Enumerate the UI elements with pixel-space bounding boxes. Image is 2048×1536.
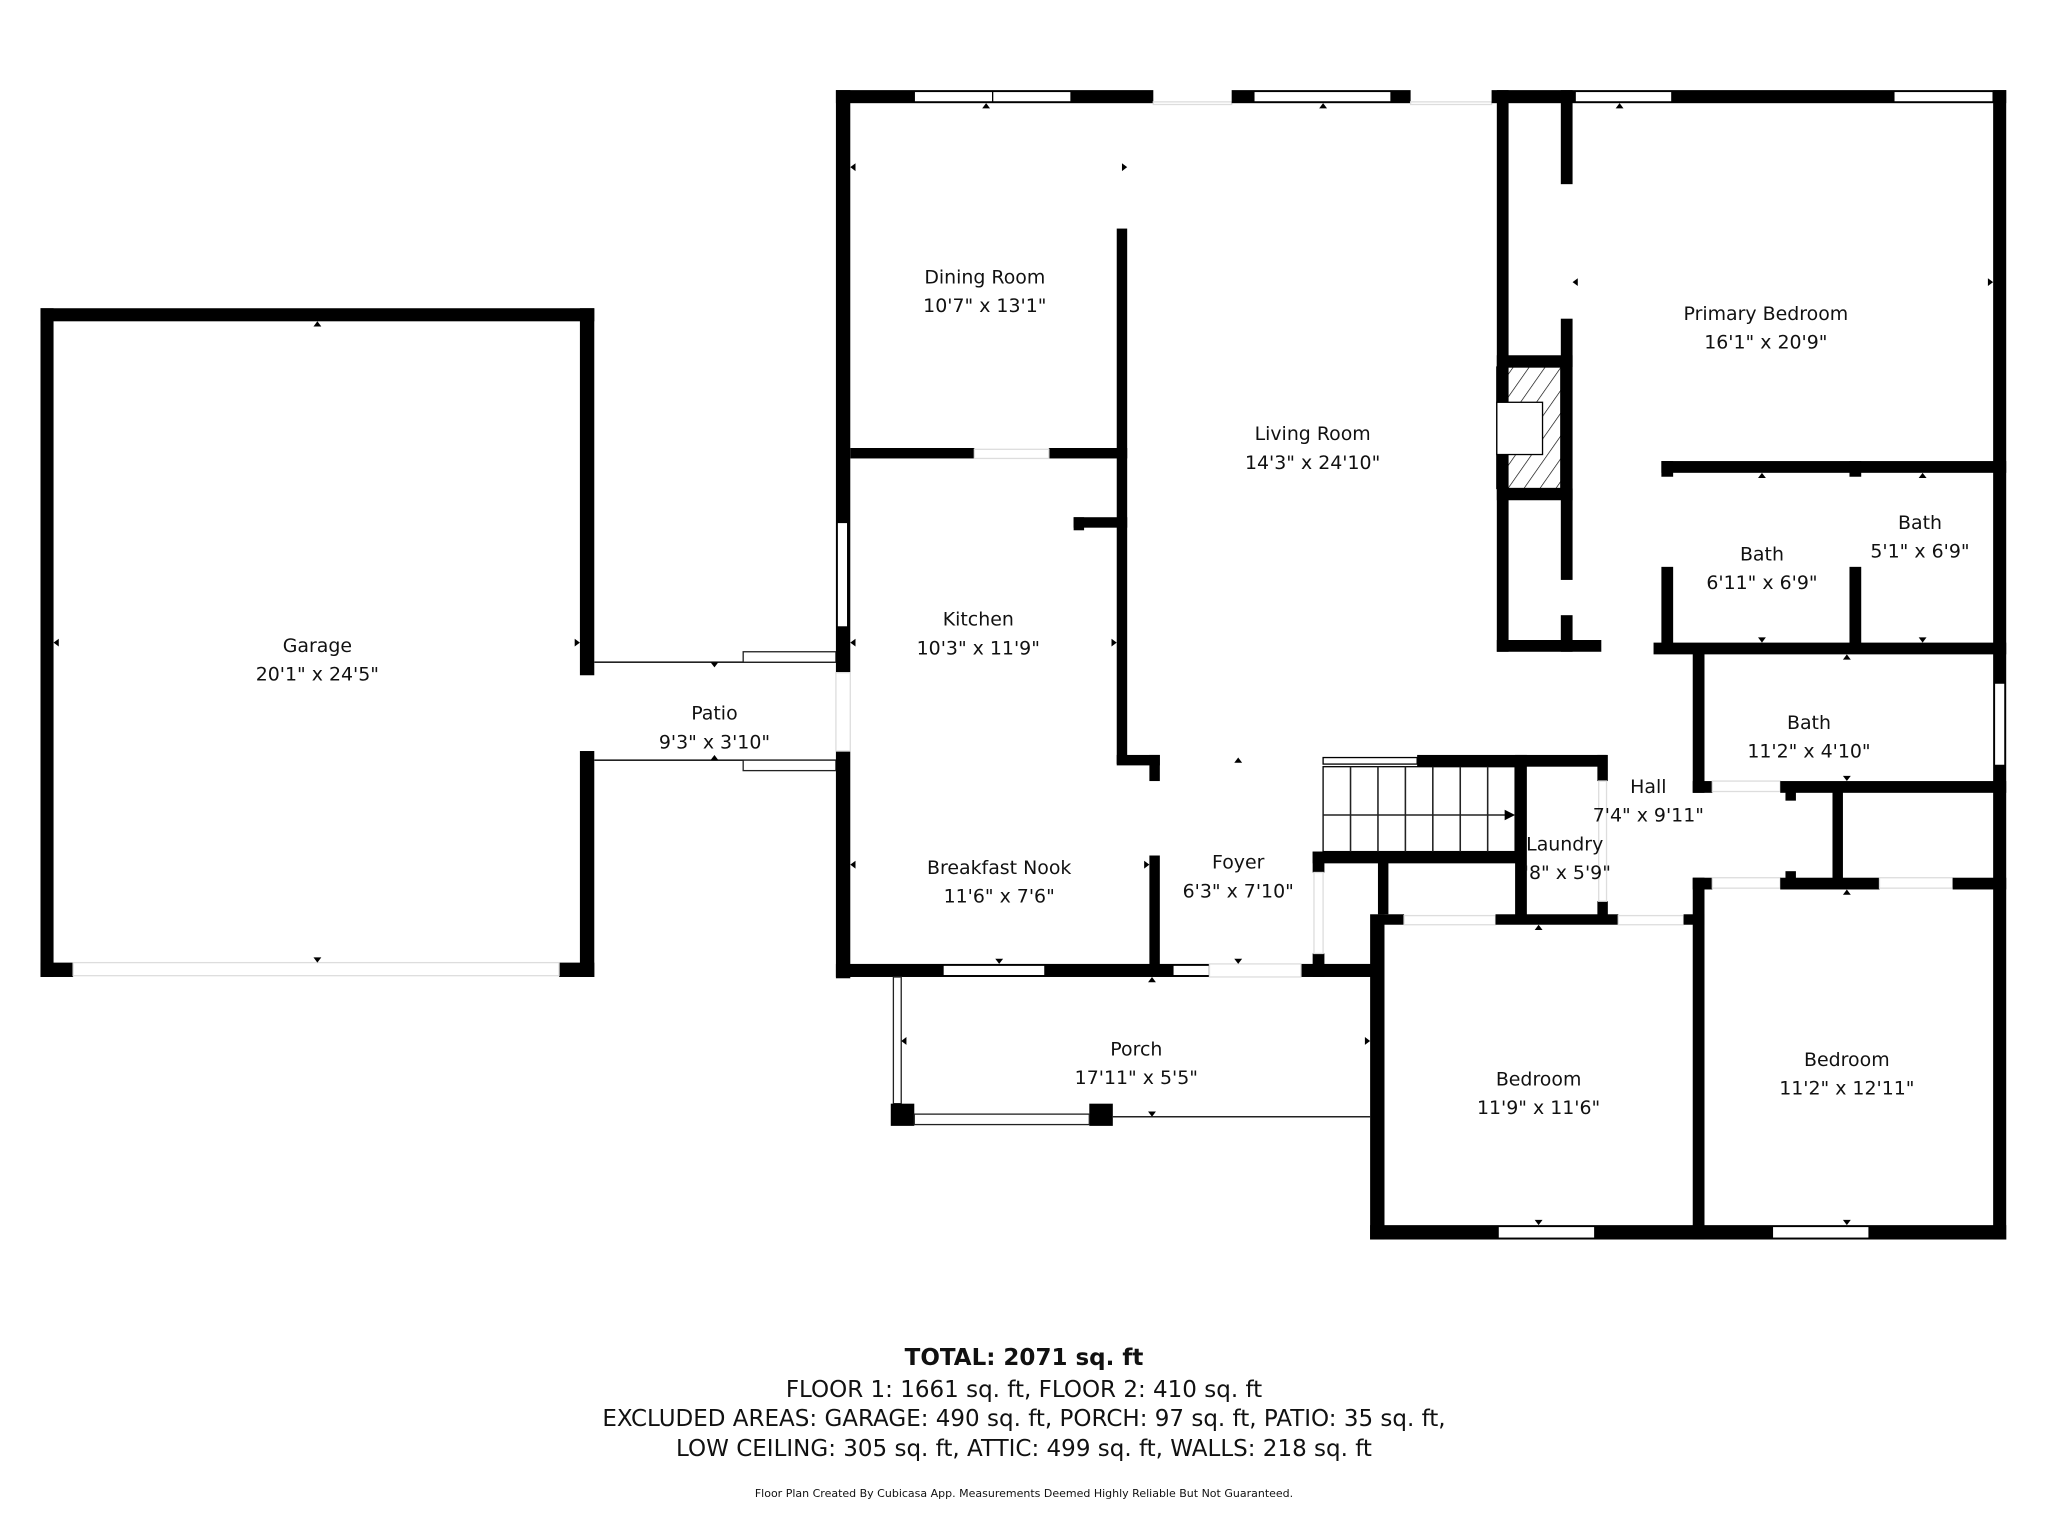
svg-text:Bath: Bath <box>1898 512 1942 534</box>
window <box>1574 90 1673 103</box>
stairs-icon <box>1322 756 1516 853</box>
svg-text:Bath: Bath <box>1740 543 1784 565</box>
porch <box>890 976 1371 1126</box>
svg-text:Bath: Bath <box>1787 712 1831 734</box>
room-label-living: Living Room 14'3" x 24'10" <box>1245 423 1380 474</box>
front-door <box>1208 963 1302 978</box>
svg-text:Patio: Patio <box>691 703 737 725</box>
room-label-bath-2: Bath 5'1" x 6'9" <box>1870 512 1969 563</box>
svg-text:14'3" x 24'10": 14'3" x 24'10" <box>1245 452 1380 474</box>
room-label-hall: Hall 7'4" x 9'11" <box>1593 776 1704 827</box>
svg-text:Breakfast Nook: Breakfast Nook <box>927 857 1071 879</box>
room-label-primary-bedroom: Primary Bedroom 16'1" x 20'9" <box>1684 303 1849 354</box>
svg-text:16'1" x 20'9": 16'1" x 20'9" <box>1704 332 1827 354</box>
room-label-bath-3: Bath 11'2" x 4'10" <box>1747 712 1870 763</box>
window <box>942 964 1046 977</box>
svg-text:Laundry: Laundry <box>1526 833 1603 855</box>
room-label-kitchen: Kitchen 10'3" x 11'9" <box>917 609 1040 660</box>
garage <box>40 308 595 977</box>
svg-text:Dining Room: Dining Room <box>924 266 1045 288</box>
svg-text:10'7" x 13'1": 10'7" x 13'1" <box>923 295 1046 317</box>
svg-text:10'3" x 11'9": 10'3" x 11'9" <box>917 637 1040 659</box>
svg-text:6'11" x 6'9": 6'11" x 6'9" <box>1706 572 1817 594</box>
room-label-bath-1: Bath 6'11" x 6'9" <box>1706 543 1817 594</box>
interior-walls <box>850 90 2007 1240</box>
svg-text:Garage: Garage <box>283 635 352 657</box>
svg-text:5'1" x 6'9": 5'1" x 6'9" <box>1870 541 1969 563</box>
floor-areas: FLOOR 1: 1661 sq. ft, FLOOR 2: 410 sq. f… <box>785 1377 1263 1403</box>
room-label-bedroom-2: Bedroom 11'2" x 12'11" <box>1779 1049 1914 1100</box>
disclaimer: Floor Plan Created By Cubicasa App. Meas… <box>754 1487 1294 1500</box>
room-label-patio: Patio 9'3" x 3'10" <box>659 703 770 754</box>
room-label-foyer: Foyer 6'3" x 7'10" <box>1183 852 1294 903</box>
window <box>1771 1225 1870 1239</box>
svg-text:11'2" x 4'10": 11'2" x 4'10" <box>1747 741 1870 763</box>
svg-text:Porch: Porch <box>1110 1038 1162 1060</box>
svg-text:11'9" x 11'6": 11'9" x 11'6" <box>1477 1097 1600 1119</box>
room-label-bedroom-1: Bedroom 11'9" x 11'6" <box>1477 1068 1600 1119</box>
svg-text:'8" x 5'9": '8" x 5'9" <box>1524 862 1611 884</box>
room-label-breakfast-nook: Breakfast Nook 11'6" x 7'6" <box>927 857 1071 908</box>
excluded-areas-line-2: LOW CEILING: 305 sq. ft, ATTIC: 499 sq. … <box>676 1436 1372 1462</box>
svg-text:6'3" x 7'10": 6'3" x 7'10" <box>1183 880 1294 902</box>
garage-door <box>72 961 560 977</box>
room-label-porch: Porch 17'11" x 5'5" <box>1075 1038 1198 1089</box>
window <box>1893 90 1994 103</box>
fireplace-icon <box>1496 366 1562 490</box>
room-label-laundry: Laundry '8" x 5'9" <box>1524 833 1611 884</box>
svg-text:20'1" x 24'5": 20'1" x 24'5" <box>256 663 379 685</box>
svg-text:17'11" x 5'5": 17'11" x 5'5" <box>1075 1067 1198 1089</box>
svg-text:Kitchen: Kitchen <box>943 609 1014 631</box>
svg-text:11'6" x 7'6": 11'6" x 7'6" <box>944 886 1055 908</box>
window <box>1172 964 1211 977</box>
svg-text:9'3" x 3'10": 9'3" x 3'10" <box>659 731 770 753</box>
room-label-garage: Garage 20'1" x 24'5" <box>256 635 379 686</box>
svg-text:Living Room: Living Room <box>1255 423 1371 445</box>
window <box>836 521 849 628</box>
svg-text:Foyer: Foyer <box>1212 852 1265 874</box>
svg-text:Bedroom: Bedroom <box>1496 1068 1582 1090</box>
svg-text:7'4" x 9'11": 7'4" x 9'11" <box>1593 805 1704 827</box>
window <box>1253 90 1392 103</box>
window <box>1497 1225 1596 1239</box>
svg-text:Hall: Hall <box>1630 776 1666 798</box>
measurement-markers <box>53 103 1994 1226</box>
room-label-dining: Dining Room 10'7" x 13'1" <box>923 266 1046 317</box>
svg-text:Bedroom: Bedroom <box>1804 1049 1890 1071</box>
house-walls <box>835 90 2007 1240</box>
svg-text:Primary Bedroom: Primary Bedroom <box>1684 303 1849 325</box>
total-area: TOTAL: 2071 sq. ft <box>904 1345 1144 1371</box>
svg-text:11'2" x 12'11": 11'2" x 12'11" <box>1779 1078 1914 1100</box>
window <box>1993 682 2006 767</box>
excluded-areas-line-1: EXCLUDED AREAS: GARAGE: 490 sq. ft, PORC… <box>602 1406 1446 1432</box>
